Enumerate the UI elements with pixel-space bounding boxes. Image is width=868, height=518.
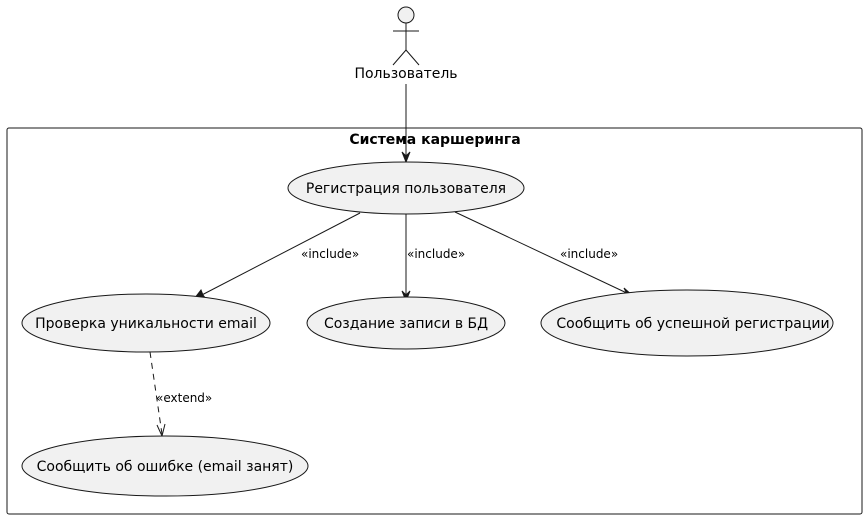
actor-stick-figure-icon: [392, 6, 420, 66]
extend-label: «extend»: [156, 391, 212, 405]
include-label-3: «include»: [560, 247, 618, 261]
usecase-check-email-label: Проверка уникальности email: [35, 316, 257, 332]
usecase-notify-success[interactable]: Сообщить об успешной регистрации: [540, 289, 834, 357]
include-label-2: «include»: [407, 247, 465, 261]
usecase-register[interactable]: Регистрация пользователя: [287, 161, 525, 215]
usecase-create-record[interactable]: Создание записи в БД: [306, 296, 506, 350]
system-title: Система каршеринга: [349, 132, 520, 148]
include-edge-notify-success: «include»: [454, 211, 635, 297]
association-edge: [401, 84, 411, 164]
usecase-check-email[interactable]: Проверка уникальности email: [21, 293, 271, 353]
usecase-notify-success-label: Сообщить об успешной регистрации: [556, 316, 829, 332]
include-edge-check-email: «include»: [192, 212, 361, 300]
usecase-notify-error[interactable]: Сообщить об ошибке (email занят): [21, 435, 309, 497]
usecase-notify-error-label: Сообщить об ошибке (email занят): [37, 459, 294, 475]
actor-label: Пользователь: [354, 66, 457, 82]
usecase-register-label: Регистрация пользователя: [306, 181, 506, 197]
include-label-1: «include»: [301, 247, 359, 261]
system-boundary: [6, 127, 863, 515]
arrowhead-icon: [401, 151, 411, 164]
usecase-create-record-label: Создание записи в БД: [324, 316, 488, 332]
actor-user[interactable]: Пользователь: [354, 6, 458, 82]
include-edge-create-record: «include»: [401, 214, 465, 303]
extend-edge-notify-error: «extend»: [149, 351, 212, 438]
